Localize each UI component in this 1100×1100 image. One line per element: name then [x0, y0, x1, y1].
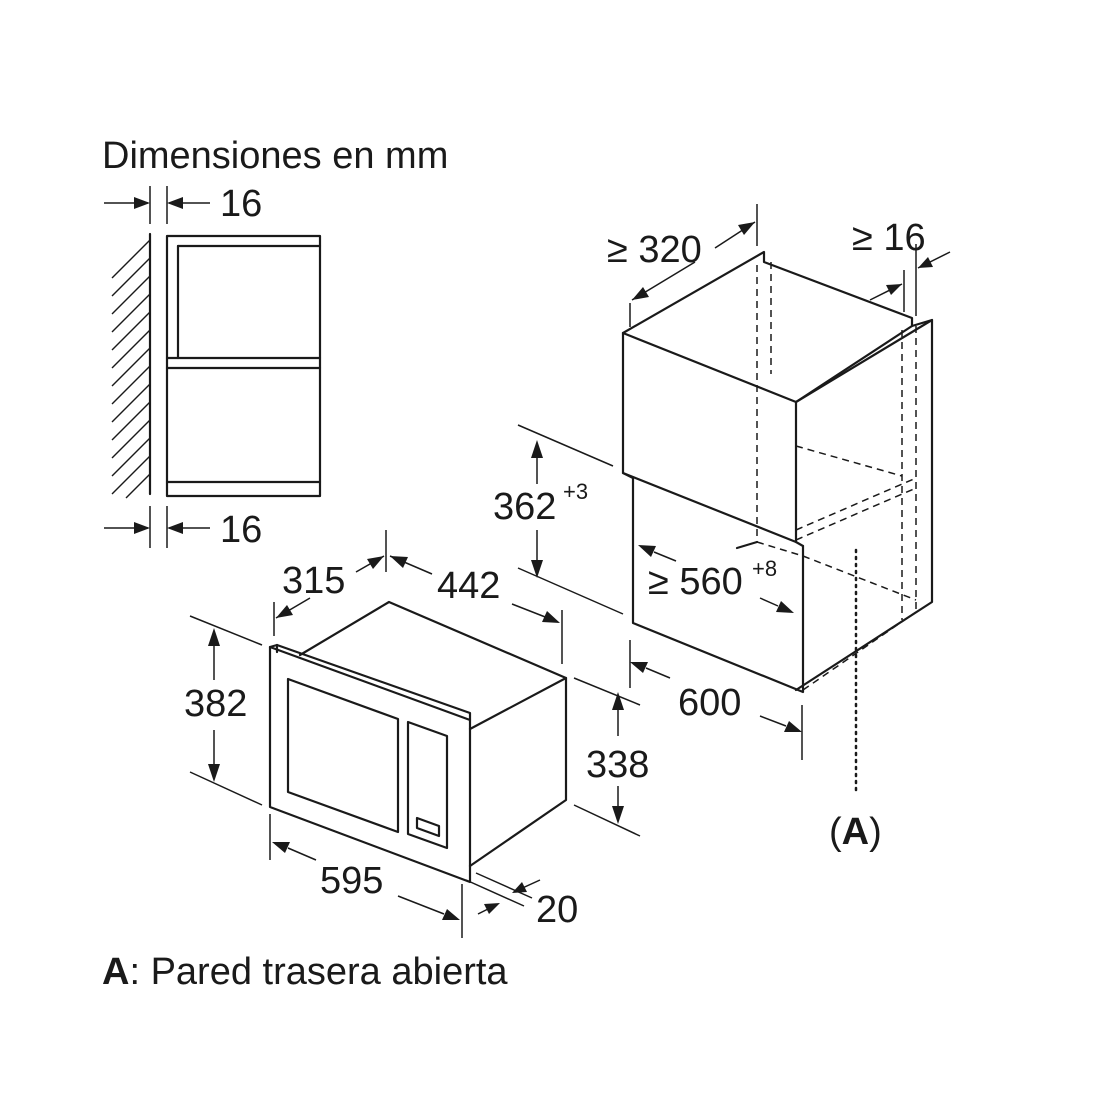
- niche-width-dimension: ≥ 560 +8: [638, 545, 794, 613]
- legend: A: Pared trasera abierta: [102, 951, 508, 993]
- diagram-title: Dimensiones en mm: [102, 135, 448, 177]
- cabinet: ≥ 320 ≥ 16 362 +3 ≥: [493, 204, 951, 853]
- min-side-label: ≥ 16: [852, 217, 926, 259]
- microwave-body-height-dimension: 338: [573, 677, 649, 837]
- cabinet-width-dimension: 600: [629, 640, 803, 760]
- min-depth-label: ≥ 320: [607, 229, 702, 271]
- legend-description: : Pared trasera abierta: [129, 951, 508, 993]
- microwave-front-height-label: 382: [184, 683, 247, 725]
- niche-width-label: ≥ 560: [648, 561, 743, 603]
- microwave-front-height-dimension: 382: [184, 615, 263, 806]
- top-gap-dimension: 16: [104, 183, 262, 225]
- microwave-body-width-dimension: 442: [389, 555, 563, 664]
- side-view: 16 16: [104, 183, 322, 551]
- bottom-gap-dimension: 16: [104, 506, 262, 551]
- depth-dimension: ≥ 320: [607, 204, 758, 327]
- microwave-front-depth-label: 20: [536, 889, 578, 931]
- niche-height-tolerance: +3: [563, 479, 588, 504]
- microwave-front-width-label: 595: [320, 860, 383, 902]
- wall-hatching: [111, 232, 152, 499]
- microwave: 315 442 382 338: [184, 530, 649, 938]
- microwave-body-width-label: 442: [437, 565, 500, 607]
- niche-height-label: 362: [493, 486, 556, 528]
- open-back-marker: (A): [829, 548, 882, 853]
- cabinet-solid-lines: [621, 250, 934, 694]
- niche-height-dimension: 362 +3: [493, 424, 624, 615]
- microwave-front-width-dimension: 595: [269, 814, 463, 938]
- legend-text: A: Pared trasera abierta: [102, 951, 508, 993]
- microwave-front-depth-dimension: 20: [465, 872, 578, 931]
- legend-key: A: [102, 951, 129, 993]
- niche-width-tolerance: +8: [752, 556, 777, 581]
- cabinet-hidden-lines: [756, 262, 917, 691]
- top-gap-label: 16: [220, 183, 262, 225]
- microwave-depth-label: 315: [282, 560, 345, 602]
- bottom-gap-label: 16: [220, 509, 262, 551]
- cabinet-width-label: 600: [678, 682, 741, 724]
- open-back-marker-label: (A): [829, 811, 882, 853]
- microwave-outline: [268, 600, 568, 884]
- microwave-body-height-label: 338: [586, 744, 649, 786]
- side-min-dimension: ≥ 16: [852, 217, 951, 316]
- microwave-depth-dimension: 315: [273, 530, 387, 636]
- side-cabinet-outline: [165, 234, 322, 498]
